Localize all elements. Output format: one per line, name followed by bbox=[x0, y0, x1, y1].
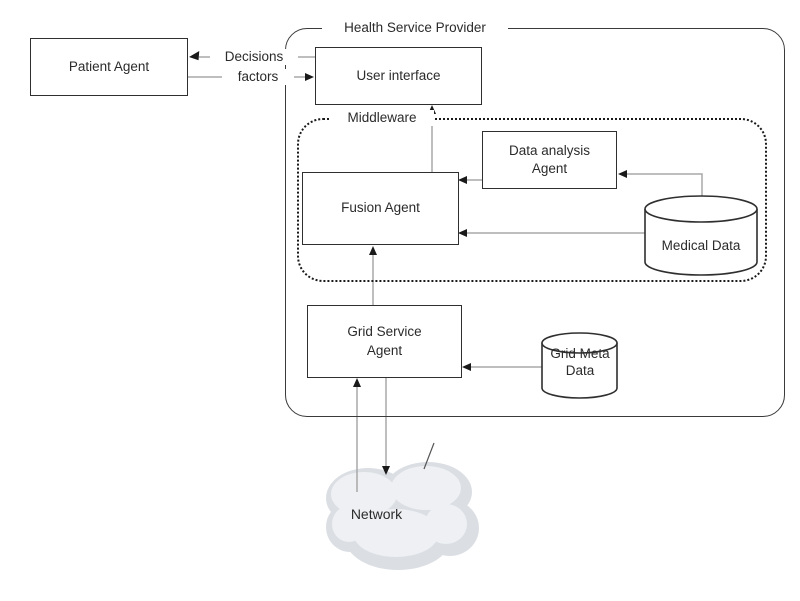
node-data-analysis-agent: Data analysis Agent bbox=[482, 131, 617, 189]
fusion-agent-label: Fusion Agent bbox=[341, 200, 420, 216]
grid-meta-data-label: Grid Meta Data bbox=[550, 346, 610, 378]
user-interface-label: User interface bbox=[356, 67, 441, 83]
patient-agent-label: Patient Agent bbox=[68, 58, 150, 74]
node-grid-service-agent: Grid Service Agent bbox=[307, 305, 462, 378]
data-analysis-agent-label: Data analysis Agent bbox=[508, 142, 591, 176]
cylinder-medical-data bbox=[644, 195, 758, 276]
node-patient-agent: Patient Agent bbox=[30, 38, 188, 96]
node-user-interface: User interface bbox=[315, 47, 482, 105]
container-health-service-provider bbox=[285, 28, 785, 417]
arrowhead-into-network bbox=[382, 466, 390, 475]
arrowhead-into-patient-agent bbox=[189, 51, 200, 61]
arrowhead-into-fusion-bottom bbox=[369, 246, 377, 255]
arrowhead-into-user-interface bbox=[305, 73, 314, 81]
medical-data-label: Medical Data bbox=[661, 238, 741, 253]
network-cloud-shape bbox=[326, 462, 479, 570]
arrowhead-into-fusion-right-bottom bbox=[458, 229, 467, 237]
node-fusion-agent: Fusion Agent bbox=[302, 172, 459, 245]
edge-label-decisions: Decisions bbox=[210, 49, 298, 65]
cylinder-grid-meta-data bbox=[541, 332, 618, 399]
middleware-label: Middleware bbox=[330, 110, 434, 126]
arrowhead-into-grid-service-bottom bbox=[353, 378, 361, 387]
container-middleware bbox=[297, 118, 767, 282]
cloud-tail-stroke bbox=[423, 442, 435, 470]
network-label: Network bbox=[350, 506, 403, 522]
arrowhead-into-grid-service-right bbox=[462, 363, 471, 371]
edge-label-factors: factors bbox=[222, 69, 294, 85]
health-service-provider-label: Health Service Provider bbox=[322, 20, 508, 36]
connector-medical-to-data-analysis bbox=[627, 173, 703, 197]
grid-service-agent-label: Grid Service Agent bbox=[347, 324, 422, 358]
arrowhead-into-data-analysis bbox=[618, 170, 627, 178]
arrowhead-into-fusion-right-top bbox=[458, 176, 467, 184]
